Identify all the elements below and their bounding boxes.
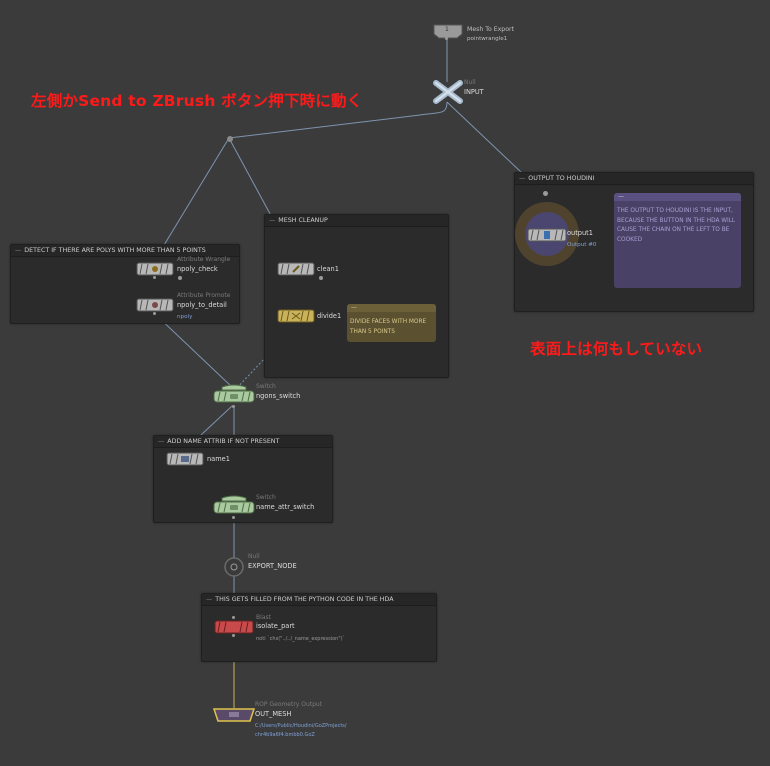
- input-label: INPUT: [464, 88, 484, 96]
- input-type: Null: [464, 79, 476, 86]
- connector-dot[interactable]: [232, 405, 235, 408]
- box-detect-polys[interactable]: —DETECT IF THERE ARE POLYS WITH MORE THA…: [10, 244, 240, 324]
- name1-node[interactable]: [166, 452, 204, 466]
- wire-dot-to-npoly: [154, 137, 230, 261]
- clean1-node[interactable]: [277, 262, 315, 276]
- isolate-part-sub: noti `chs("../../_name_expression")`: [256, 636, 346, 642]
- name-attr-switch-label: name_attr_switch: [256, 503, 315, 511]
- out-mesh-type: ROP Geometry Output: [255, 701, 323, 708]
- connector-dot[interactable]: [232, 616, 235, 619]
- connector-dot[interactable]: [232, 634, 235, 637]
- input-null-node[interactable]: [433, 80, 463, 104]
- out-mesh-path-2: chr4b9a6f4.bmbb0.GoZ: [255, 732, 315, 738]
- out-mesh-rop-node[interactable]: [213, 707, 255, 723]
- connector-dot[interactable]: [543, 191, 548, 196]
- npoly-check-node[interactable]: [136, 262, 174, 276]
- isolate-part-label: isolate_part: [256, 622, 295, 630]
- sticky-output-note[interactable]: — THE OUTPUT TO HOUDINI IS THE INPUT, BE…: [614, 193, 741, 288]
- box-mesh-cleanup-title: MESH CLEANUP: [278, 217, 328, 224]
- subnet-input-sub: pointwrangle1: [467, 36, 508, 42]
- divide1-node[interactable]: [277, 309, 315, 323]
- isolate-part-type: Blast: [256, 614, 271, 621]
- out-mesh-path-1: C:/Users/Public/Houdini/GoZProjects/: [255, 723, 347, 729]
- subnet-input-label: Mesh To Export: [467, 26, 514, 33]
- divide1-label: divide1: [317, 312, 342, 320]
- export-null-node[interactable]: [223, 557, 245, 577]
- npoly-check-type: Attribute Wrangle: [177, 256, 231, 263]
- export-node-type: Null: [248, 553, 260, 560]
- npoly-to-detail-node[interactable]: [136, 298, 174, 312]
- output1-node[interactable]: [514, 201, 580, 267]
- wire-input-to-dot: [228, 101, 448, 139]
- box-mesh-cleanup[interactable]: —MESH CLEANUP: [264, 214, 449, 378]
- box-python-code-title: THIS GETS FILLED FROM THE PYTHON CODE IN…: [215, 596, 394, 603]
- connector-dot[interactable]: [232, 516, 235, 519]
- export-node-label: EXPORT_NODE: [248, 562, 297, 570]
- ngons-switch-label: ngons_switch: [256, 392, 301, 400]
- output1-sub: Output #0: [567, 242, 597, 248]
- sticky-output-text: THE OUTPUT TO HOUDINI IS THE INPUT, BECA…: [617, 208, 736, 243]
- connector-dot[interactable]: [445, 37, 448, 40]
- connector-dot[interactable]: [319, 276, 323, 280]
- wire-dot[interactable]: [227, 136, 233, 142]
- sticky-divide-note[interactable]: — DIVIDE FACES WITH MORE THAN 5 POINTS: [347, 304, 436, 342]
- npoly-to-detail-label: npoly_to_detail: [177, 301, 227, 309]
- clean1-label: clean1: [317, 265, 339, 273]
- subnet-input-node[interactable]: [433, 24, 463, 40]
- name1-label: name1: [207, 455, 230, 463]
- annotation-left-note: 左側かSend to ZBrush ボタン押下時に動く: [31, 92, 363, 110]
- wire-promote-to-switch: [154, 313, 233, 388]
- box-output-to-houdini-title: OUTPUT TO HOUDINI: [528, 175, 595, 182]
- ngons-switch-type: Switch: [256, 383, 276, 390]
- box-add-name-attrib[interactable]: —ADD NAME ATTRIB IF NOT PRESENT: [153, 435, 333, 523]
- npoly-check-label: npoly_check: [177, 265, 218, 273]
- box-add-name-attrib-title: ADD NAME ATTRIB IF NOT PRESENT: [167, 438, 280, 445]
- sticky-divide-text: DIVIDE FACES WITH MORE THAN 5 POINTS: [350, 319, 427, 335]
- name-attr-switch-node[interactable]: [213, 495, 255, 515]
- out-mesh-label: OUT_MESH: [255, 710, 292, 718]
- subnet-input-number: 1: [445, 26, 449, 33]
- npoly-to-detail-type: Attribute Promote: [177, 292, 231, 299]
- annotation-right-note: 表面上は何もしていない: [530, 340, 703, 358]
- isolate-part-node[interactable]: [214, 620, 254, 634]
- connector-dot[interactable]: [178, 276, 182, 280]
- connector-dot[interactable]: [153, 312, 156, 315]
- name-attr-switch-type: Switch: [256, 494, 276, 501]
- ngons-switch-node[interactable]: [213, 384, 255, 404]
- box-detect-polys-title: DETECT IF THERE ARE POLYS WITH MORE THAN…: [24, 247, 206, 254]
- connector-dot[interactable]: [153, 276, 156, 279]
- npoly-to-detail-sub: npoly: [177, 314, 193, 320]
- output1-label: output1: [567, 229, 593, 237]
